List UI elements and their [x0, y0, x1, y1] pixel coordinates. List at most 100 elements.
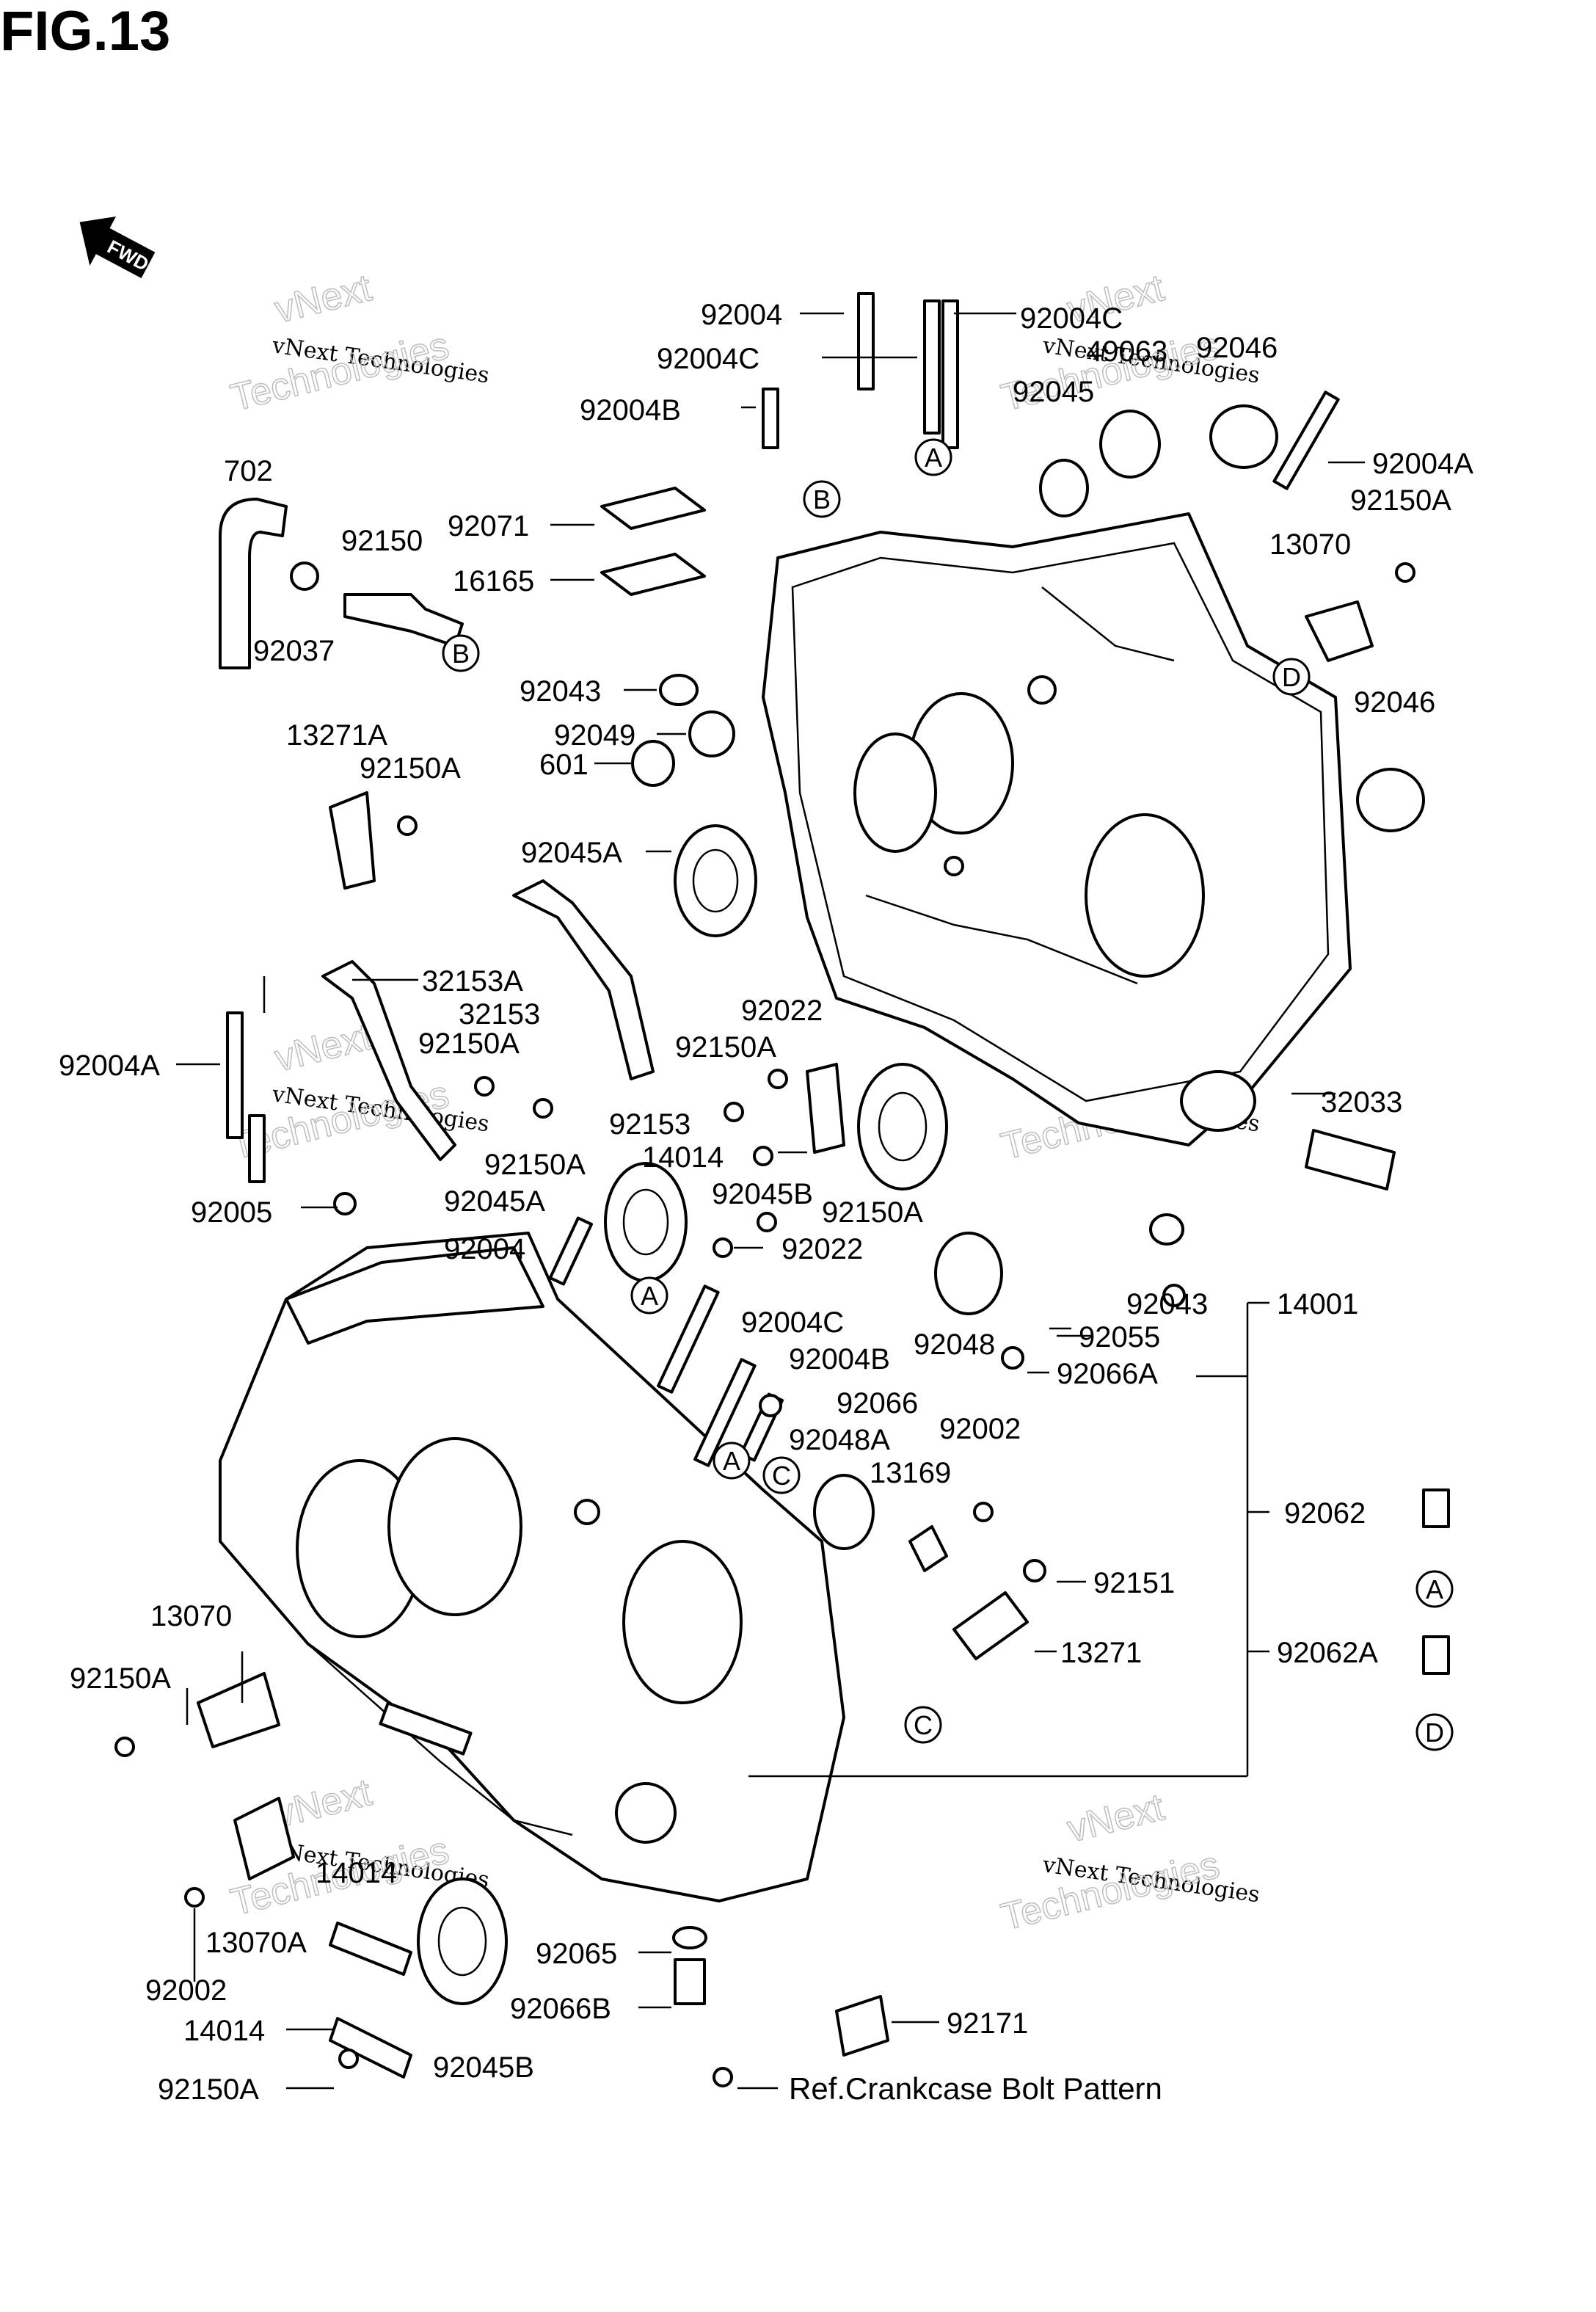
watermark-text: Technologies: [997, 1844, 1224, 1939]
pipe-32153: [512, 879, 655, 1080]
tab-14014-low: [329, 1922, 412, 1976]
part-label: 92004A: [59, 1050, 160, 1082]
fwd-arrow-icon: FWD: [79, 216, 156, 279]
part-label: 92004: [444, 1233, 525, 1265]
svg-text:C: C: [914, 1710, 933, 1740]
part-label: 92004A: [1372, 448, 1473, 480]
watermark-lower-right: vNext Technologies vNext Technologies: [996, 1785, 1261, 1939]
part-label: 92022: [781, 1233, 863, 1265]
part-label: 92045A: [444, 1185, 545, 1218]
upper-crankcase-half: [762, 512, 1352, 1146]
part-label: 601: [539, 749, 589, 781]
part-labels: 92004 92004C 92004C 49063 92046 92045 92…: [59, 299, 1473, 2106]
part-label: 92055: [1079, 1321, 1160, 1353]
callout-D: D: [1272, 658, 1311, 696]
plug-92062: [1422, 1488, 1450, 1528]
plug-92062A: [1422, 1635, 1450, 1675]
bearing-92045A: [674, 824, 757, 937]
pipe-32153A: [321, 960, 456, 1161]
dowel-92043-mid: [1149, 1213, 1184, 1246]
part-label: 92171: [947, 2007, 1028, 2040]
bushing-92048: [934, 1232, 1003, 1315]
bearing-92045B-bot: [417, 1877, 508, 2005]
bearing-92049: [688, 710, 735, 757]
lower-crankcase-half: [219, 1232, 845, 1902]
part-label: 92066A: [1057, 1358, 1158, 1390]
bearing-92045A-mid: [604, 1162, 688, 1282]
dowel-92043: [659, 674, 699, 706]
plug-92066B: [674, 1958, 706, 2005]
part-label: 92022: [741, 995, 823, 1027]
part-label: 13070: [1269, 528, 1351, 561]
part-label: 13271A: [286, 719, 387, 752]
part-label: 92046: [1196, 332, 1278, 364]
part-label: 92049: [554, 719, 635, 752]
reference-note: Ref.Crankcase Bolt Pattern: [789, 2071, 1162, 2106]
gasket-92071: [600, 487, 706, 530]
part-label: 14014: [642, 1141, 724, 1174]
part-label: 92043: [520, 675, 601, 708]
bolts: [114, 562, 1415, 2087]
part-label: 92004C: [741, 1306, 844, 1339]
part-label: 92150A: [70, 1662, 171, 1695]
hose-702: [219, 498, 288, 669]
part-label: 32153A: [422, 965, 523, 997]
bearing-49063: [1099, 410, 1161, 479]
clip-13271: [952, 1591, 1029, 1660]
plate-13070A: [233, 1797, 295, 1880]
callout-C: C: [904, 1706, 942, 1744]
part-label: 92071: [448, 510, 529, 542]
bearing-92045: [1039, 459, 1089, 517]
part-label: 92046: [1354, 686, 1435, 719]
part-label: 92066B: [510, 1993, 611, 2025]
part-label: 92150A: [484, 1149, 586, 1181]
washer-92065: [672, 1926, 707, 1949]
bushing-92048A: [813, 1474, 875, 1550]
part-label: 92004C: [1020, 302, 1123, 335]
callout-A: A: [1415, 1570, 1454, 1608]
part-label: 92002: [939, 1413, 1021, 1445]
cover-16165: [600, 553, 706, 596]
callout-A: A: [630, 1276, 668, 1315]
part-label: 32033: [1321, 1086, 1402, 1119]
part-label: 92045B: [433, 2051, 534, 2084]
part-label: 92037: [253, 635, 335, 667]
clip-13169: [908, 1525, 948, 1572]
svg-text:A: A: [1426, 1574, 1443, 1604]
part-label: 13169: [870, 1457, 951, 1489]
part-label: 92153: [609, 1108, 690, 1141]
part-label: 92150: [341, 525, 423, 557]
part-label: 14014: [183, 2015, 265, 2047]
bracket-13070-left: [197, 1672, 280, 1748]
part-label: 92150A: [822, 1196, 923, 1229]
part-label: 92150A: [418, 1028, 520, 1060]
bearing-92045B: [857, 1063, 948, 1190]
part-label: 92048: [914, 1328, 995, 1361]
callout-D: D: [1415, 1713, 1454, 1751]
part-label: 92150A: [158, 2073, 259, 2106]
part-label: 92062A: [1277, 1637, 1378, 1669]
svg-text:A: A: [925, 443, 942, 473]
part-label: 92066: [837, 1387, 918, 1419]
svg-text:B: B: [452, 639, 470, 669]
svg-text:C: C: [772, 1461, 791, 1491]
part-label: 13271: [1060, 1637, 1142, 1669]
part-label: 92004C: [657, 343, 759, 375]
callout-A: A: [914, 438, 952, 476]
svg-text:D: D: [1425, 1717, 1444, 1748]
bracket-13070-top: [1305, 600, 1374, 662]
part-label: 92005: [191, 1196, 272, 1229]
callout-C: C: [762, 1456, 801, 1494]
part-label: 92151: [1093, 1567, 1175, 1599]
svg-text:A: A: [723, 1446, 740, 1476]
part-label: 92045: [1013, 376, 1094, 408]
part-label: 92045A: [521, 837, 622, 869]
part-label: 16165: [453, 565, 534, 597]
watermark-text: Technologies: [227, 324, 453, 420]
callout-circles: A B B D A A C A C D: [442, 438, 1454, 1751]
part-label: 92004B: [580, 394, 681, 426]
svg-text:A: A: [641, 1281, 658, 1311]
part-label: 92002: [145, 1974, 227, 2007]
part-label: 14001: [1277, 1288, 1358, 1320]
